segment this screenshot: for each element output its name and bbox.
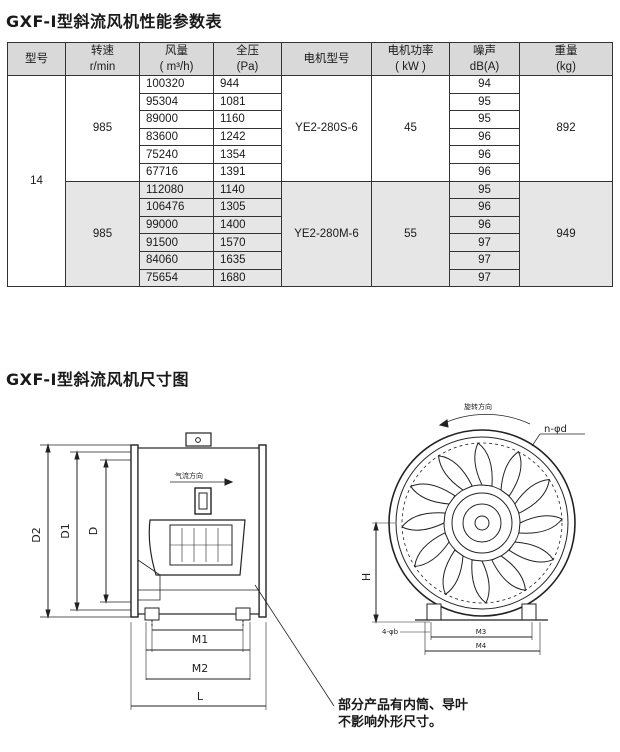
pressure-cell: 1391 (213, 162, 282, 182)
airflow-cell: 91500 (139, 233, 214, 252)
power-cell: 45 (371, 75, 450, 182)
side-view: D2 D1 D 气流方向 (30, 432, 335, 710)
airflow-cell: 112080 (139, 180, 214, 200)
d1-label: D1 (59, 523, 72, 538)
header-speed-unit: r/min (65, 59, 140, 76)
drawing-title: GXF-Ⅰ型斜流风机尺寸图 (6, 370, 190, 389)
header-model: 型号 (7, 42, 66, 76)
pressure-cell: 1305 (213, 198, 282, 217)
power-cell: 55 (371, 180, 450, 288)
pressure-cell: 1400 (213, 215, 282, 235)
speed-cell: 985 (65, 180, 140, 288)
header-airflow-unit: ( m³/h) (139, 59, 214, 76)
airflow-cell: 106476 (139, 198, 214, 217)
noise-cell: 95 (449, 92, 520, 112)
pressure-cell: 1140 (213, 180, 282, 200)
motor-model-cell: YE2-280S-6 (281, 75, 372, 182)
airflow-cell: 75654 (139, 268, 214, 288)
noise-cell: 96 (449, 198, 520, 217)
airflow-cell: 100320 (139, 75, 214, 94)
pressure-cell: 1160 (213, 110, 282, 129)
pressure-cell: 1680 (213, 268, 282, 288)
header-noise-unit: dB(A) (449, 59, 520, 76)
noise-cell: 94 (449, 75, 520, 94)
weight-cell: 949 (519, 180, 613, 288)
airflow-direction-label: 气流方向 (175, 471, 203, 480)
speed-cell: 985 (65, 75, 140, 182)
performance-table: 型号 转速 风量 全压 电机型号 电机功率 噪声 重量 r/min ( m³/h… (7, 42, 613, 288)
m1-label: M1 (192, 633, 209, 646)
header-weight: 重量 (519, 42, 613, 59)
noise-cell: 95 (449, 180, 520, 200)
header-speed: 转速 (65, 42, 140, 59)
pressure-cell: 944 (213, 75, 282, 94)
pressure-cell: 1570 (213, 233, 282, 252)
front-view: 旋转方向 n-φd H M3 M4 4-φb (360, 402, 585, 655)
header-motor-model: 电机型号 (281, 42, 372, 76)
airflow-cell: 95304 (139, 92, 214, 112)
header-motor-power: 电机功率 (371, 42, 450, 59)
rotation-direction-label: 旋转方向 (464, 402, 492, 411)
header-noise: 噪声 (449, 42, 520, 59)
mount-holes-label: 4-φb (382, 628, 399, 636)
model-cell: 14 (7, 74, 66, 288)
noise-cell: 97 (449, 233, 520, 252)
note-line-1: 部分产品有内筒、导叶 (338, 698, 469, 713)
l-label: L (197, 690, 204, 703)
motor-model-cell: YE2-280M-6 (281, 180, 372, 288)
pressure-cell: 1635 (213, 250, 282, 270)
header-pressure: 全压 (213, 42, 282, 59)
noise-cell: 97 (449, 250, 520, 270)
d2-label: D2 (30, 527, 43, 542)
dimension-drawing: D2 D1 D 气流方向 (30, 402, 585, 710)
header-airflow: 风量 (139, 42, 214, 59)
noise-cell: 96 (449, 215, 520, 235)
drawing-note: 部分产品有内筒、导叶 不影响外形尺寸。 (338, 697, 468, 731)
header-motor-power-unit: ( kW ) (371, 59, 450, 76)
pressure-cell: 1242 (213, 127, 282, 147)
airflow-cell: 75240 (139, 145, 214, 164)
noise-cell: 96 (449, 162, 520, 182)
m4-label: M4 (476, 642, 487, 650)
holes-label: n-φd (544, 424, 567, 435)
m3-label: M3 (476, 628, 487, 636)
pressure-cell: 1354 (213, 145, 282, 164)
m2-label: M2 (192, 662, 209, 675)
noise-cell: 96 (449, 127, 520, 147)
noise-cell: 97 (449, 268, 520, 288)
airflow-cell: 99000 (139, 215, 214, 235)
impeller-blades (401, 442, 563, 604)
pressure-cell: 1081 (213, 92, 282, 112)
airflow-cell: 67716 (139, 162, 214, 182)
airflow-cell: 84060 (139, 250, 214, 270)
airflow-cell: 83600 (139, 127, 214, 147)
d-label: D (87, 527, 100, 535)
h-label: H (360, 573, 373, 581)
airflow-cell: 89000 (139, 110, 214, 129)
header-weight-unit: (kg) (519, 59, 613, 76)
header-pressure-unit: (Pa) (213, 59, 282, 76)
noise-cell: 95 (449, 110, 520, 129)
noise-cell: 96 (449, 145, 520, 164)
table-title: GXF-Ⅰ型斜流风机性能参数表 (6, 12, 223, 31)
note-line-2: 不影响外形尺寸。 (338, 715, 443, 730)
weight-cell: 892 (519, 75, 613, 182)
